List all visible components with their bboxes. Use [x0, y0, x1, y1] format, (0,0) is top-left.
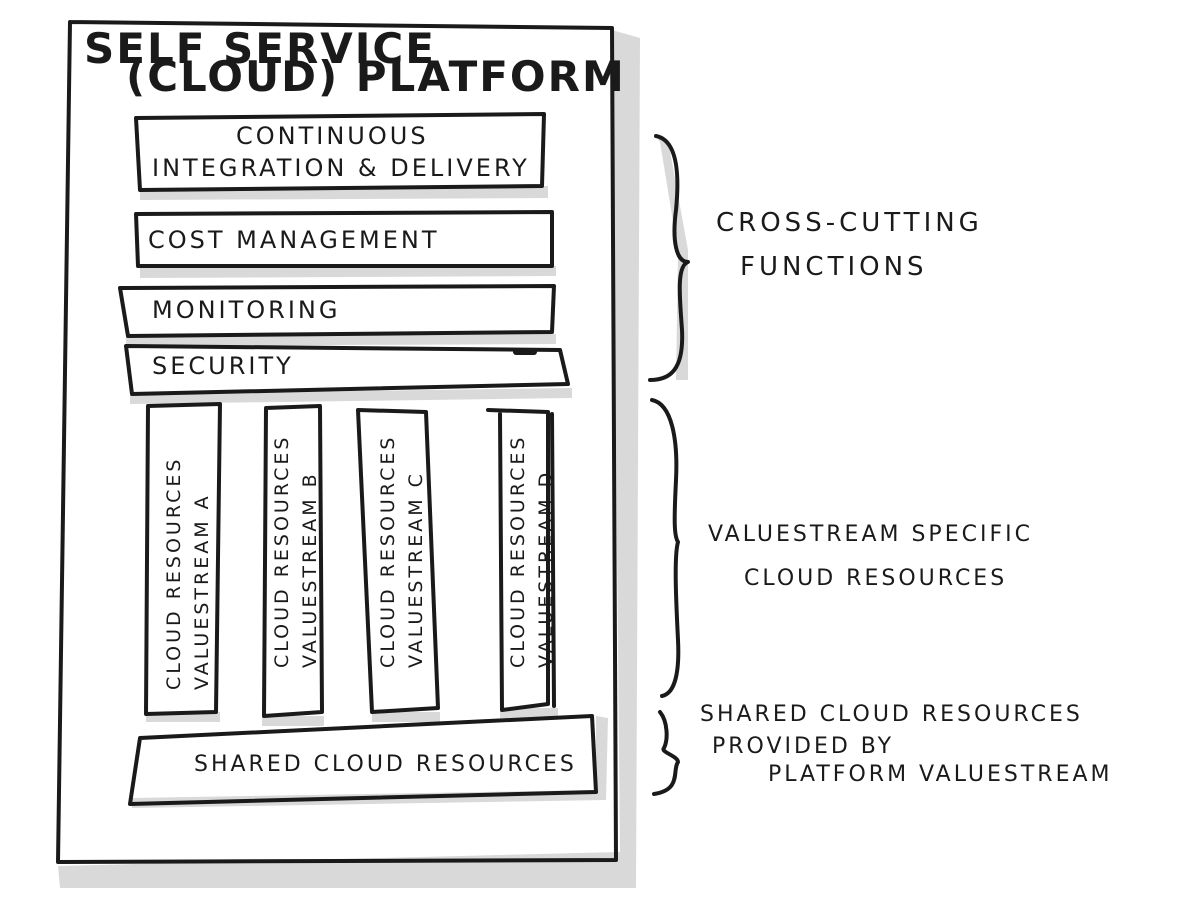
vs-d-edge — [550, 412, 556, 708]
brace-crosscutting — [648, 134, 690, 382]
platform-title-line2: (Cloud) Platform — [126, 52, 626, 101]
vs-d-shadow — [500, 708, 558, 718]
vs-b-shadow — [262, 716, 324, 726]
annotation-crosscutting-line1: Cross-Cutting — [716, 208, 983, 238]
shared-box — [128, 714, 598, 806]
vs-a-box — [144, 402, 222, 716]
annotation-shared-line1: Shared Cloud Resources — [700, 702, 1083, 727]
cost-box-shadow — [140, 266, 556, 278]
vs-a-label: Cloud Resources Valuestream A — [160, 420, 216, 690]
platform-frame — [56, 20, 618, 864]
security-box-shadow — [130, 388, 572, 404]
security-label: Security — [152, 352, 294, 380]
vs-d-box — [486, 408, 550, 712]
vs-c-line1: Cloud Resources — [377, 434, 399, 668]
vs-b-box — [262, 404, 324, 718]
shared-label: Shared Cloud Resources — [194, 752, 577, 777]
vs-d-label: Cloud Resources Valuestream D — [504, 418, 560, 668]
monitoring-box — [118, 284, 556, 338]
cost-label: Cost Management — [148, 226, 440, 254]
ink-layer — [56, 20, 690, 864]
vs-c-box — [356, 408, 440, 714]
annotation-shared-line3: Platform Valuestream — [768, 762, 1113, 787]
vs-b-label: Cloud Resources Valuestream B — [268, 418, 324, 668]
security-box — [124, 344, 570, 396]
vs-c-shadow — [372, 712, 440, 722]
annotation-shared-line2: Provided by — [712, 734, 895, 759]
vs-d-line1: Cloud Resources — [507, 434, 529, 668]
monitoring-label: Monitoring — [152, 296, 341, 324]
vs-a-line2: Valuestream A — [191, 493, 213, 690]
brace-shared — [652, 710, 680, 796]
vs-c-label: Cloud Resources Valuestream C — [374, 418, 430, 668]
ci-label-line1: Continuous — [236, 122, 429, 150]
annotation-valuestream-line2: Cloud Resources — [744, 566, 1008, 591]
annotation-valuestream-line1: Valuestream Specific — [708, 522, 1033, 547]
ci-box — [134, 112, 546, 192]
ci-label-line2: Integration & Delivery — [152, 154, 530, 182]
vs-b-line2: Valuestream B — [299, 471, 321, 668]
platform-title-line1: Self Service — [84, 24, 436, 73]
cost-box — [134, 210, 554, 268]
vs-a-line1: Cloud Resources — [163, 456, 185, 690]
vs-c-line2: Valuestream C — [405, 471, 427, 668]
vs-b-line1: Cloud Resources — [271, 434, 293, 668]
shared-box-shadow — [132, 716, 608, 808]
annotation-crosscutting-line2: Functions — [740, 252, 928, 282]
vs-d-line2: Valuestream D — [535, 469, 557, 668]
brace-valuestream — [650, 398, 681, 698]
